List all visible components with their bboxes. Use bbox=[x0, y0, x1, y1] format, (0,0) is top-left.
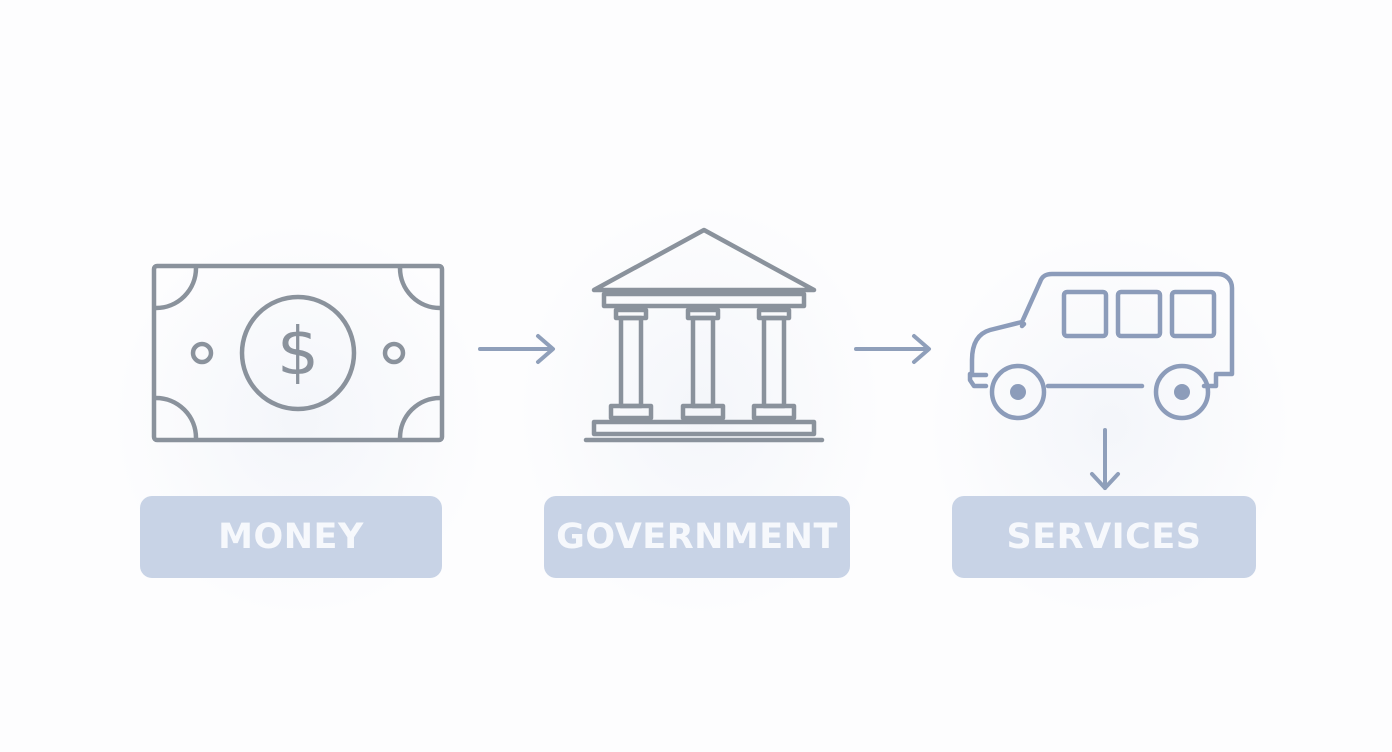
government-label: GOVERNMENT bbox=[556, 517, 838, 557]
money-label: MONEY bbox=[218, 517, 364, 557]
arrow-down-icon bbox=[1090, 428, 1120, 490]
government-label-box: GOVERNMENT bbox=[544, 496, 850, 578]
arrow-right-icon bbox=[854, 334, 931, 364]
arrow-right-icon bbox=[478, 334, 555, 364]
bank-building-icon bbox=[583, 227, 825, 443]
bus-icon bbox=[967, 271, 1235, 421]
dollar-sign-icon: $ bbox=[277, 313, 319, 390]
services-label: SERVICES bbox=[1006, 517, 1202, 557]
dollar-bill-icon: $ bbox=[151, 263, 445, 443]
services-label-box: SERVICES bbox=[952, 496, 1256, 578]
money-label-box: MONEY bbox=[140, 496, 442, 578]
